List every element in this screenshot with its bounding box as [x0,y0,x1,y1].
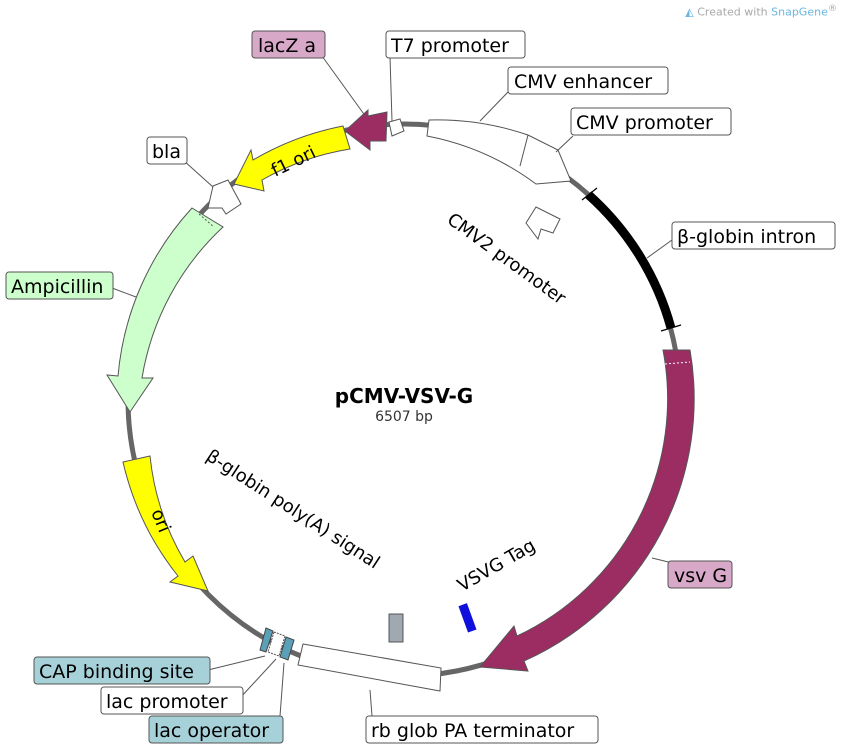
f1-ori-feature[interactable] [233,125,351,192]
credit-brand: SnapGene [771,5,828,19]
beta-globin-intron-label: β-globin intron [677,226,816,248]
bla-label: bla [152,141,181,163]
rb-glob-pa-terminator-label: rb glob PA terminator [371,720,574,742]
plasmid-size: 6507 bp [375,409,433,425]
vsvg-tag-feature[interactable] [458,603,477,633]
vsvg-dotted [664,361,691,365]
t7-promoter-label-box [385,30,526,59]
beta-globin-intron-feature[interactable] [585,191,676,330]
credit-mark: ® [827,3,837,14]
ampicillin-dotted [198,213,215,228]
ampicillin-label: Ampicillin [11,276,103,298]
cmv-enhancer-label-box [507,66,669,95]
bla-feature[interactable] [207,179,242,215]
intron-tick-start [581,187,598,201]
cmv-divider [519,134,529,167]
lac-promoter-label: lac promoter [106,691,228,713]
cmv-enhancer-label: CMV enhancer [514,71,652,93]
snapgene-credit: ◭ Created with SnapGene® [685,3,837,19]
rb-glob-pa-terminator-feature[interactable] [297,643,442,692]
cmv-promoter-label: CMV promoter [576,112,713,134]
cmv-promoter-label-box [570,107,732,136]
beta-globin-polya-label: β-globin poly(A) signal [202,446,383,574]
beta-globin-polya-feature[interactable] [388,613,404,643]
cap-binding-site-label: CAP binding site [39,661,194,683]
lacz-a-label: lacZ a [258,35,316,57]
ampicillin-label-box [5,271,114,300]
lac-operator-feature[interactable] [279,636,295,661]
snapgene-logo-icon: ◭ [685,5,694,19]
vsv-g-label: vsv G [674,565,727,587]
lacz-a-label-box [251,30,326,59]
lac-operator-label-box [148,715,284,744]
vsvg-tag-label: VSVG Tag [454,535,539,596]
bla-label-box [146,136,188,165]
lac-operator-label: lac operator [154,720,269,742]
plasmid-name: pCMV-VSV-G [335,384,473,408]
t7-promoter-feature[interactable] [388,118,405,137]
beta-globin-intron-label-box [671,221,836,250]
credit-prefix: Created with [697,5,772,19]
vsv-g-feature[interactable] [479,349,695,672]
lacz-a-feature[interactable] [344,108,388,152]
rb-glob-pa-terminator-label-box [365,715,599,744]
lac-promoter-feature[interactable] [267,631,286,657]
cmv-enhancer-feature[interactable] [426,119,572,185]
ampicillin-feature[interactable] [106,207,224,413]
vsv-g-label-box [667,560,733,589]
ori-feature[interactable] [122,455,209,592]
t7-promoter-label: T7 promoter [390,35,509,57]
cap-binding-site-label-box [33,656,211,685]
intron-tick-end [660,324,682,332]
cmv2-promoter-feature[interactable] [525,206,561,241]
cap-binding-site-feature[interactable] [259,627,274,653]
lac-promoter-label-box [100,686,244,715]
